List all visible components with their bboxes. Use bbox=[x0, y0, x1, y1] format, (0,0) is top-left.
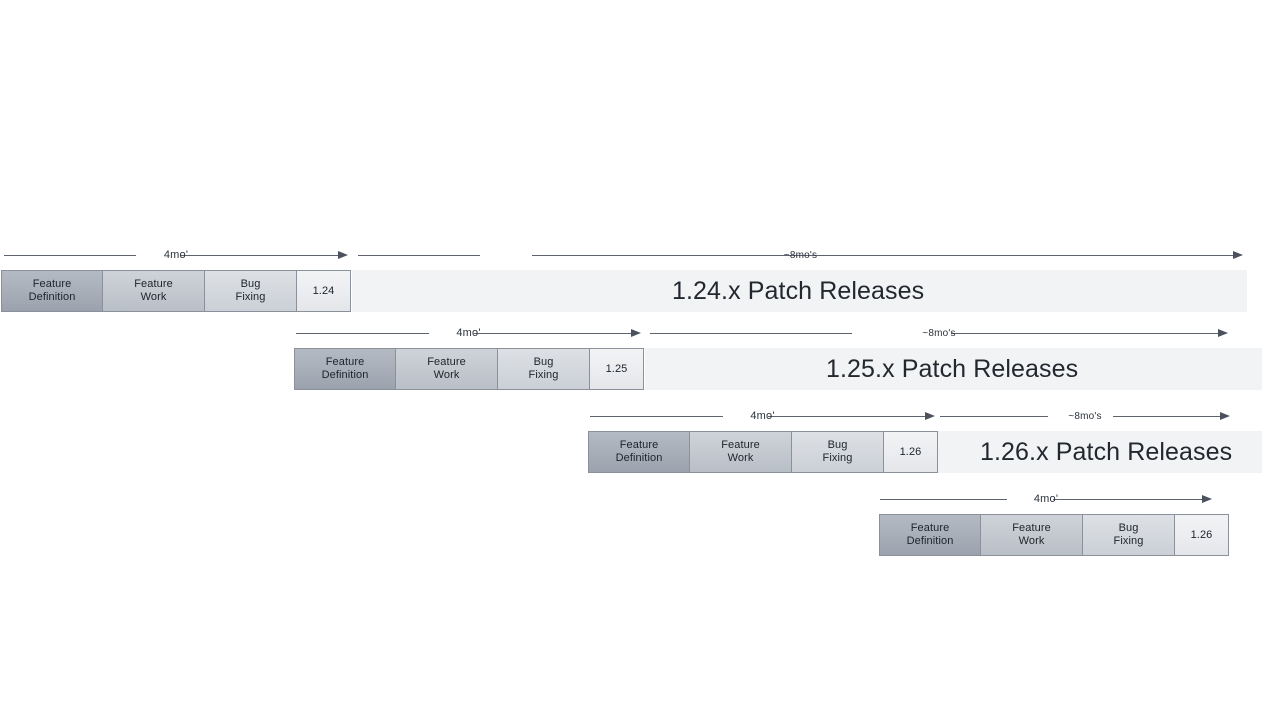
arrow-head-icon bbox=[1233, 251, 1243, 259]
phase-label-line1: Bug bbox=[827, 439, 848, 451]
patch-duration-measure-1: ~8mo's bbox=[358, 248, 1243, 270]
patch-release-label-1: 1.24.x Patch Releases bbox=[672, 277, 925, 305]
phase-label-line2: Definition bbox=[906, 535, 954, 547]
phase-version-release: 1.26 bbox=[883, 431, 938, 473]
phase-label-line1: Feature bbox=[325, 356, 365, 368]
release-row-3: 4mo' ~8mo's 1.26.x Patch Releases Featur… bbox=[0, 409, 1280, 509]
arrow-head-icon bbox=[1218, 329, 1228, 337]
dev-duration-label: 4mo' bbox=[163, 249, 189, 261]
phase-feature-definition: Feature Definition bbox=[1, 270, 103, 312]
phase-feature-work: Feature Work bbox=[395, 348, 498, 390]
phase-version-release: 1.26 bbox=[1174, 514, 1229, 556]
patch-duration-label: ~8mo's bbox=[1068, 411, 1102, 422]
phase-feature-work: Feature Work bbox=[980, 514, 1083, 556]
patch-release-band-1 bbox=[352, 270, 1247, 312]
measure-line-right bbox=[181, 255, 339, 256]
release-row-1: 4mo' ~8mo's 1.24.x Patch Releases Featur… bbox=[0, 248, 1280, 348]
version-label: 1.26 bbox=[1190, 528, 1213, 541]
phase-label-line1: Bug bbox=[1118, 522, 1139, 534]
phase-label-line1: Feature bbox=[721, 439, 760, 451]
patch-duration-measure-3: ~8mo's bbox=[940, 409, 1230, 431]
measure-line-left bbox=[650, 333, 852, 334]
phase-label-line1: Feature bbox=[619, 439, 659, 451]
phase-label-line1: Bug bbox=[240, 278, 261, 290]
dev-duration-measure-2: 4mo' bbox=[296, 326, 641, 348]
measure-line-right bbox=[474, 333, 632, 334]
release-row-4: 4mo' Feature Definition Feature Work Bug… bbox=[0, 492, 1280, 592]
patch-release-band-2 bbox=[645, 348, 1262, 390]
version-label: 1.24 bbox=[312, 284, 335, 297]
dev-duration-label: 4mo' bbox=[1033, 493, 1059, 505]
measure-line-right bbox=[951, 333, 1219, 334]
phase-label-line1: Feature bbox=[427, 356, 466, 368]
dev-duration-measure-1: 4mo' bbox=[4, 248, 348, 270]
patch-release-band-3 bbox=[938, 431, 1262, 473]
phase-label-line1: Feature bbox=[32, 278, 72, 290]
phase-feature-definition: Feature Definition bbox=[294, 348, 396, 390]
phase-label-line1: Bug bbox=[533, 356, 554, 368]
arrow-head-icon bbox=[1202, 495, 1212, 503]
phase-label-line2: Work bbox=[433, 369, 460, 381]
dev-duration-measure-3: 4mo' bbox=[590, 409, 935, 431]
phase-label-line2: Work bbox=[727, 452, 754, 464]
arrow-head-icon bbox=[631, 329, 641, 337]
measure-line-left bbox=[358, 255, 480, 256]
measure-line-right bbox=[532, 255, 1234, 256]
dev-duration-measure-4: 4mo' bbox=[880, 492, 1212, 514]
phase-feature-work: Feature Work bbox=[689, 431, 792, 473]
measure-line-left bbox=[940, 416, 1048, 417]
phase-bug-fixing: Bug Fixing bbox=[1082, 514, 1175, 556]
phase-bug-fixing: Bug Fixing bbox=[497, 348, 590, 390]
dev-duration-label: 4mo' bbox=[456, 327, 481, 339]
phase-label-line2: Definition bbox=[321, 369, 369, 381]
phase-bug-fixing: Bug Fixing bbox=[791, 431, 884, 473]
phase-strip-1: Feature Definition Feature Work Bug Fixi… bbox=[1, 270, 352, 312]
phase-feature-definition: Feature Definition bbox=[588, 431, 690, 473]
phase-feature-definition: Feature Definition bbox=[879, 514, 981, 556]
phase-feature-work: Feature Work bbox=[102, 270, 205, 312]
phase-version-release: 1.24 bbox=[296, 270, 351, 312]
patch-release-label-2: 1.25.x Patch Releases bbox=[826, 355, 1079, 383]
version-label: 1.26 bbox=[899, 445, 922, 458]
arrow-head-icon bbox=[1220, 412, 1230, 420]
phase-label-line2: Fixing bbox=[235, 291, 266, 303]
measure-line-left bbox=[880, 499, 1007, 500]
phase-label-line2: Work bbox=[140, 291, 167, 303]
measure-line-right bbox=[768, 416, 926, 417]
phase-label-line2: Definition bbox=[615, 452, 663, 464]
measure-line-left bbox=[296, 333, 429, 334]
phase-label-line2: Work bbox=[1018, 535, 1045, 547]
phase-strip-3: Feature Definition Feature Work Bug Fixi… bbox=[588, 431, 939, 473]
patch-duration-measure-2: ~8mo's bbox=[650, 326, 1228, 348]
arrow-head-icon bbox=[338, 251, 348, 259]
phase-version-release: 1.25 bbox=[589, 348, 644, 390]
phase-label-line1: Feature bbox=[910, 522, 950, 534]
measure-line-right bbox=[1113, 416, 1221, 417]
phase-label-line1: Feature bbox=[134, 278, 173, 290]
patch-release-label-3: 1.26.x Patch Releases bbox=[980, 438, 1233, 466]
measure-line-left bbox=[4, 255, 136, 256]
phase-label-line1: Feature bbox=[1012, 522, 1051, 534]
arrow-head-icon bbox=[925, 412, 935, 420]
phase-strip-4: Feature Definition Feature Work Bug Fixi… bbox=[879, 514, 1230, 556]
version-label: 1.25 bbox=[605, 362, 628, 375]
phase-label-line2: Fixing bbox=[1113, 535, 1144, 547]
measure-line-right bbox=[1053, 499, 1203, 500]
phase-strip-2: Feature Definition Feature Work Bug Fixi… bbox=[294, 348, 645, 390]
phase-bug-fixing: Bug Fixing bbox=[204, 270, 297, 312]
phase-label-line2: Fixing bbox=[822, 452, 853, 464]
dev-duration-label: 4mo' bbox=[750, 410, 775, 422]
measure-line-left bbox=[590, 416, 723, 417]
patch-duration-label: ~8mo's bbox=[783, 250, 818, 261]
patch-duration-label: ~8mo's bbox=[922, 328, 956, 339]
phase-label-line2: Definition bbox=[28, 291, 76, 303]
release-row-2: 4mo' ~8mo's 1.25.x Patch Releases Featur… bbox=[0, 326, 1280, 426]
phase-label-line2: Fixing bbox=[528, 369, 559, 381]
